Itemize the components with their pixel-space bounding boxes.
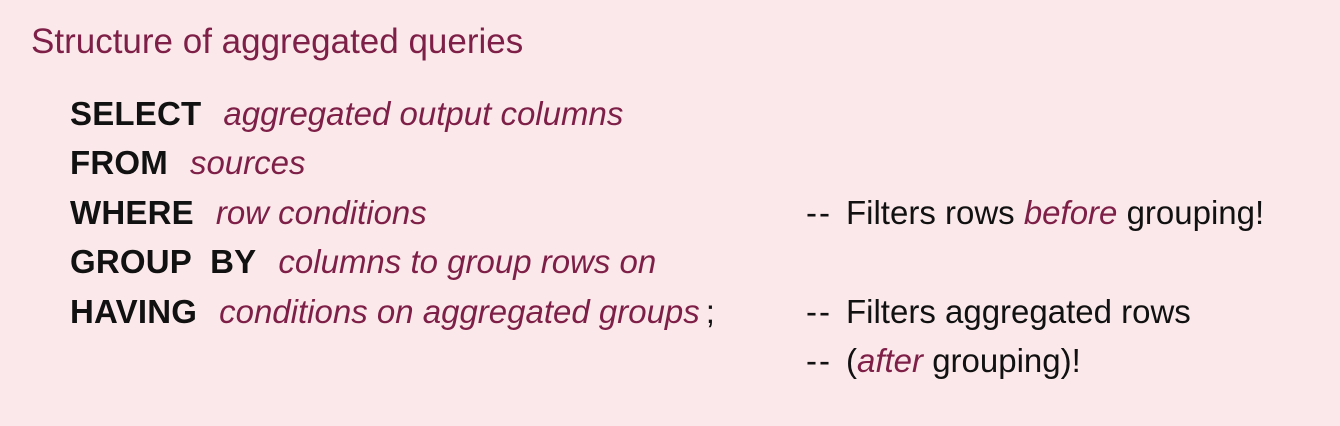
having-comment-line-2: -- (after grouping)! — [806, 336, 1081, 386]
where-clause: WHERE row conditions — [70, 188, 427, 238]
select-argument: aggregated output columns — [223, 95, 624, 132]
where-comment: -- Filters rows before grouping! — [806, 188, 1264, 238]
statement-terminator: ; — [705, 293, 715, 330]
having-comment-pre: ( — [845, 342, 857, 379]
having-clause: HAVING conditions on aggregated groups; — [70, 287, 715, 337]
comment-marker: -- — [806, 342, 832, 379]
having-argument: conditions on aggregated groups — [219, 293, 700, 330]
select-clause: SELECT aggregated output columns — [70, 89, 623, 139]
having-comment-line-1: -- Filters aggregated rows — [806, 287, 1191, 337]
group-by-keyword: GROUP BY — [70, 243, 257, 280]
group-by-clause: GROUP BY columns to group rows on — [70, 237, 656, 287]
where-argument: row conditions — [215, 194, 427, 231]
from-clause: FROM sources — [70, 138, 306, 188]
where-keyword: WHERE — [70, 194, 194, 231]
select-keyword: SELECT — [70, 95, 202, 132]
having-comment-text: Filters aggregated rows — [845, 293, 1191, 330]
having-keyword: HAVING — [70, 293, 198, 330]
where-comment-post: grouping! — [1117, 194, 1265, 231]
block-title: Structure of aggregated queries — [31, 22, 524, 61]
where-comment-pre: Filters rows — [845, 194, 1024, 231]
having-comment-post: grouping)! — [923, 342, 1081, 379]
having-comment-emphasis: after — [856, 342, 924, 379]
comment-marker: -- — [806, 194, 832, 231]
from-argument: sources — [189, 144, 306, 181]
comment-marker: -- — [806, 293, 832, 330]
from-keyword: FROM — [70, 144, 168, 181]
where-comment-emphasis: before — [1023, 194, 1118, 231]
group-by-argument: columns to group rows on — [278, 243, 657, 280]
